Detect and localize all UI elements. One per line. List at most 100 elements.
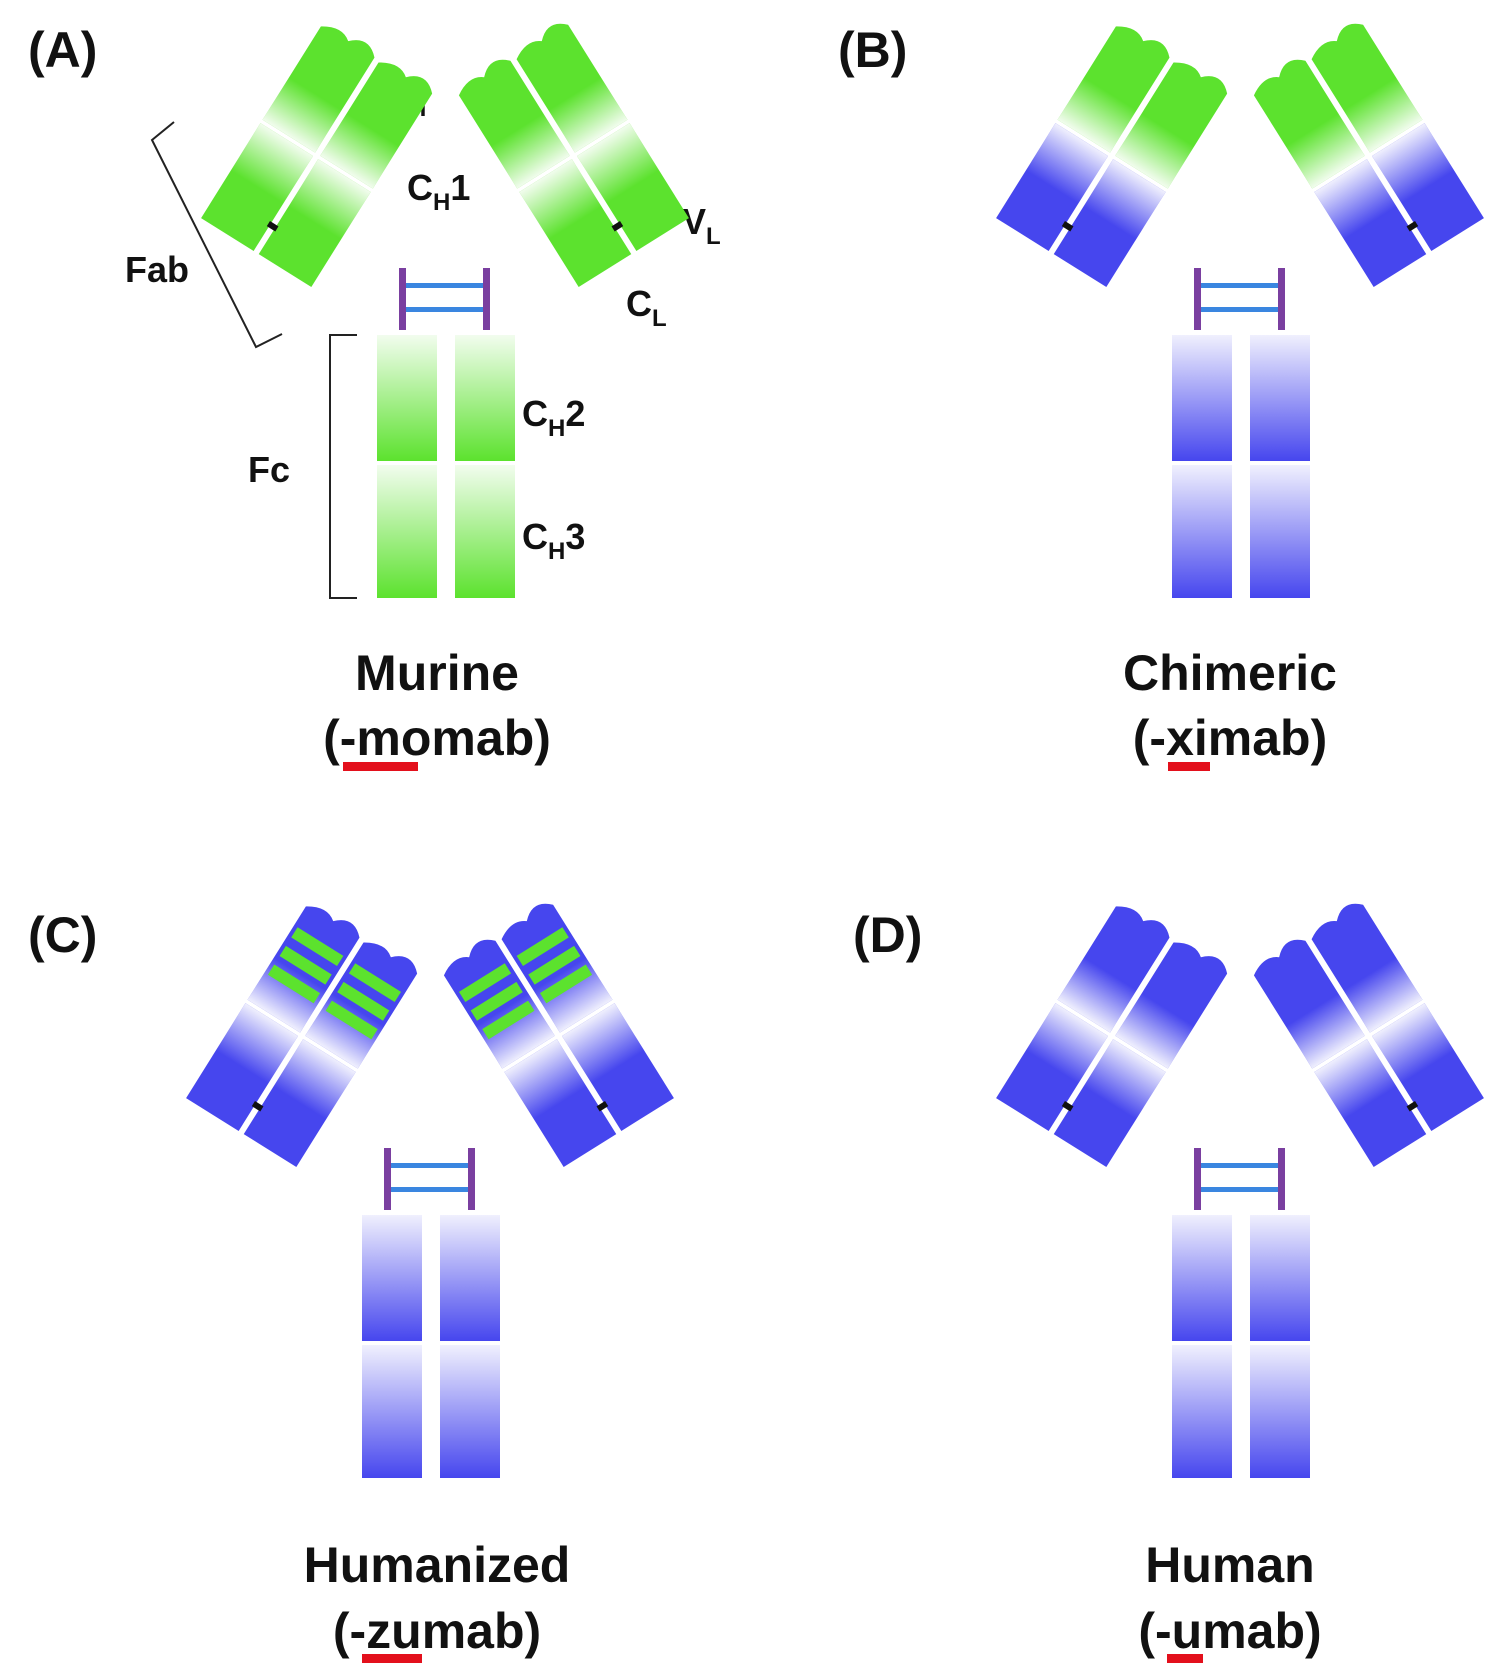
panel-a-fab-arm-left <box>201 26 433 287</box>
panel-c-left-heavy-variable-shade <box>305 993 385 1069</box>
panel-b-name: Chimeric <box>1123 645 1337 701</box>
panel-a-right-heavy-constant-shade <box>519 159 602 240</box>
panel-a-right-light-constant-shade <box>576 123 660 204</box>
panel-a-right-heavy-variable-shade <box>490 113 570 189</box>
panel-a-ch2-shade-left <box>377 335 437 461</box>
panel-d-right-light-constant-shade <box>1371 1003 1455 1084</box>
panel-d-hinge-right <box>1278 1148 1285 1210</box>
panel-c-left-interchain-bond <box>251 1101 264 1112</box>
panel-a-right-interchain-bond <box>611 221 624 232</box>
panel-a-left-light-constant-shade <box>230 123 314 204</box>
panel-c-fab-arm-right <box>443 903 674 1167</box>
panel-d-right-light-variable-shade <box>1343 957 1423 1033</box>
panel-c-right-heavy-cdr-3 <box>482 1000 535 1040</box>
panel-a-suffix: (-momab) <box>323 710 551 766</box>
panel-a-labels: VH CH1 VL CL CH2 CH3 Fab Fc <box>125 73 721 599</box>
panel-c-right-heavy-cdr-1 <box>458 963 512 1003</box>
panel-d-left-light-variable-shade <box>1057 957 1137 1033</box>
panel-d-text: (D) Human (-umab) <box>853 907 1322 1663</box>
panel-b-left-light-variable-shade <box>1057 77 1137 153</box>
panel-d-ch3-shade-right <box>1250 1345 1310 1478</box>
panel-c-hinge-right <box>468 1148 475 1210</box>
panel-c-fab-arm-left <box>186 906 418 1167</box>
panel-b-right-light-constant-shade <box>1371 123 1455 204</box>
panel-d-hinge-left <box>1194 1148 1201 1210</box>
panel-c-right-light-cdr-1 <box>516 927 569 967</box>
panel-b-suffix: (-ximab) <box>1133 710 1327 766</box>
panel-b-left-interchain-bond <box>1061 221 1074 232</box>
fab-label: Fab <box>125 249 189 290</box>
panel-d-tag: (D) <box>853 907 922 963</box>
ch3-label: CH3 <box>522 516 585 565</box>
panel-b-ch2-shade-left <box>1172 335 1232 461</box>
cl-label: CL <box>626 283 667 332</box>
panel-b-antibody <box>996 23 1484 598</box>
panel-a-hinge-right <box>483 268 490 330</box>
panel-d-suffix: (-umab) <box>1138 1603 1321 1659</box>
panel-a-right-light-variable-shade <box>548 77 628 153</box>
ch1-label: CH1 <box>407 167 470 216</box>
panel-b-ch3-shade-left <box>1172 465 1232 598</box>
panel-c-right-heavy-variable-shade <box>475 993 555 1069</box>
panel-d-left-heavy-variable-shade <box>1115 993 1195 1069</box>
panel-a-ch3-shade-right <box>455 465 515 598</box>
panel-a-suffix-underline <box>343 762 418 771</box>
panel-c-left-light-cdr-1 <box>291 927 344 967</box>
panel-c-left-heavy-cdr-1 <box>348 963 402 1003</box>
panel-d-fab-arm-left <box>996 906 1228 1167</box>
panel-a-left-interchain-bond <box>266 221 279 232</box>
panel-d-suffix-underline <box>1167 1654 1203 1663</box>
panel-d-name: Human <box>1145 1537 1314 1593</box>
panel-c-hinge-left <box>384 1148 391 1210</box>
panel-b-right-heavy-variable-shade <box>1285 113 1365 189</box>
panel-b-ch2-shade-right <box>1250 335 1310 461</box>
panel-d-left-light-constant-shade <box>1025 1003 1109 1084</box>
panel-d-left-heavy-constant-shade <box>1083 1039 1166 1120</box>
panel-a-ch3-shade-left <box>377 465 437 598</box>
panel-c-left-heavy-cdr-3 <box>325 1000 378 1040</box>
panel-a-antibody <box>201 23 689 598</box>
panel-d-right-heavy-variable-shade <box>1285 993 1365 1069</box>
panel-b-fab-arm-right <box>1253 23 1484 287</box>
panel-b-right-light-variable-shade <box>1343 77 1423 153</box>
fc-label: Fc <box>248 449 290 490</box>
panel-b-disulfide-lower <box>1201 307 1278 312</box>
panel-c-disulfide-upper <box>391 1163 468 1168</box>
panel-a-text: (A) Murine (-momab) <box>28 22 551 771</box>
panel-c-right-heavy-constant-shade <box>504 1039 587 1120</box>
panel-d-disulfide-upper <box>1201 1163 1278 1168</box>
panel-d-antibody <box>996 903 1484 1478</box>
panel-c-right-light-cdr-2 <box>528 945 581 985</box>
panel-d-disulfide-lower <box>1201 1187 1278 1192</box>
panel-c-left-heavy-constant-shade <box>273 1039 356 1120</box>
fab-bracket <box>150 121 283 349</box>
panel-d-right-interchain-bond <box>1406 1101 1419 1112</box>
panel-d-right-heavy-constant-shade <box>1314 1039 1397 1120</box>
panel-c-right-light-cdr-3 <box>539 964 593 1004</box>
panel-a-disulfide-lower <box>406 307 483 312</box>
panel-c-disulfide-lower <box>391 1187 468 1192</box>
panel-c-left-light-cdr-2 <box>279 945 332 985</box>
panel-b-ch3-shade-right <box>1250 465 1310 598</box>
panel-b-left-light-constant-shade <box>1025 123 1109 204</box>
panel-c-ch3-shade-left <box>362 1345 422 1478</box>
panel-c-right-light-constant-shade <box>561 1003 645 1084</box>
panel-c-suffix-underline <box>362 1654 422 1663</box>
panel-c-ch2-shade-left <box>362 1215 422 1341</box>
panel-b-right-interchain-bond <box>1406 221 1419 232</box>
panel-a-ch2-shade-right <box>455 335 515 461</box>
panel-a-hinge-left <box>399 268 406 330</box>
panel-d-ch2-shade-left <box>1172 1215 1232 1341</box>
panel-c-antibody <box>186 903 674 1478</box>
panel-b-disulfide-upper <box>1201 283 1278 288</box>
panel-c-left-heavy-cdr-2 <box>337 981 390 1021</box>
panel-b-left-heavy-constant-shade <box>1083 159 1166 240</box>
panel-b-right-heavy-constant-shade <box>1314 159 1397 240</box>
panel-a-tag: (A) <box>28 22 97 78</box>
panel-c-left-light-constant-shade <box>215 1003 299 1084</box>
panel-c-text: (C) Humanized (-zumab) <box>28 907 570 1663</box>
panel-a-left-heavy-variable-shade <box>320 113 400 189</box>
panel-c-right-interchain-bond <box>596 1101 609 1112</box>
vl-label: VL <box>682 201 721 250</box>
